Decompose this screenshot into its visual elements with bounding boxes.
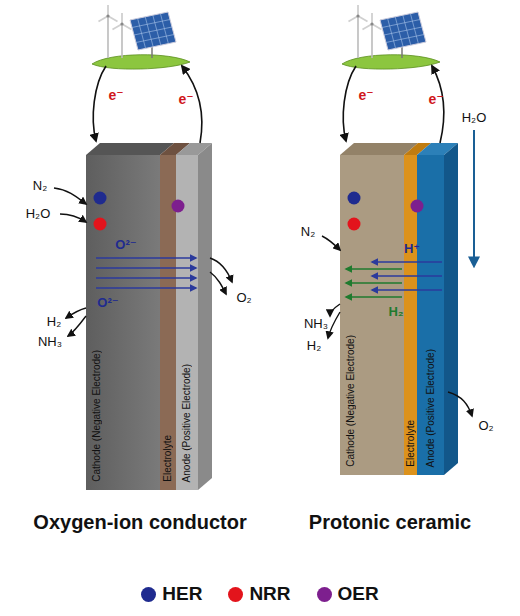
legend: HER NRR OER: [0, 584, 520, 605]
species-label: O₂: [236, 291, 251, 305]
electron-label: e⁻: [358, 88, 373, 103]
cell-title: Protonic ceramic: [309, 511, 471, 533]
renewable-icon: [342, 5, 440, 69]
legend-swatch: [141, 587, 156, 602]
electron-label: e⁻: [428, 92, 443, 107]
cathode-layer: Cathode (Negative Electrode): [86, 155, 160, 490]
renewable-icon: [92, 5, 190, 69]
ion-label: H⁺: [404, 242, 420, 256]
ion-label: O²⁻: [115, 238, 136, 252]
species-label: NH₃: [38, 335, 62, 349]
ion-label: O²⁻: [97, 296, 118, 310]
species-label: NH₃: [304, 317, 328, 331]
cell-title: Oxygen-ion conductor: [33, 511, 246, 533]
species-label: H₂: [388, 305, 403, 319]
legend-item: HER: [141, 584, 202, 605]
legend-item: NRR: [228, 584, 290, 605]
legend-item: OER: [317, 584, 379, 605]
species-label: H₂: [307, 339, 321, 353]
layer-label: Anode (Positive Electrode): [426, 349, 436, 467]
layer-label: Electrolyte: [406, 420, 416, 467]
legend-text: OER: [338, 584, 379, 605]
layer-label: Anode (Positive Electrode): [182, 364, 192, 482]
electron-label: e⁻: [108, 88, 123, 103]
species-label: H₂: [47, 315, 61, 329]
species-label: H₂O: [462, 111, 487, 125]
species-label: H₂O: [26, 207, 51, 221]
legend-text: NRR: [249, 584, 290, 605]
electrolyte-layer: Electrolyte: [160, 155, 176, 490]
legend-swatch: [228, 587, 243, 602]
species-label: O₂: [478, 419, 493, 433]
layer-label: Electrolyte: [163, 435, 173, 482]
anode-layer: Anode (Positive Electrode): [176, 155, 198, 490]
anode-layer: Anode (Positive Electrode): [417, 155, 444, 475]
species-label: N₂: [33, 179, 47, 193]
electron-label: e⁻: [178, 92, 193, 107]
species-label: N₂: [301, 225, 315, 239]
legend-text: HER: [162, 584, 202, 605]
layer-label: Cathode (Negative Electrode): [92, 350, 102, 482]
layer-label: Cathode (Negative Electrode): [346, 335, 356, 467]
electrolyte-layer: Electrolyte: [404, 155, 417, 475]
legend-swatch: [317, 587, 332, 602]
